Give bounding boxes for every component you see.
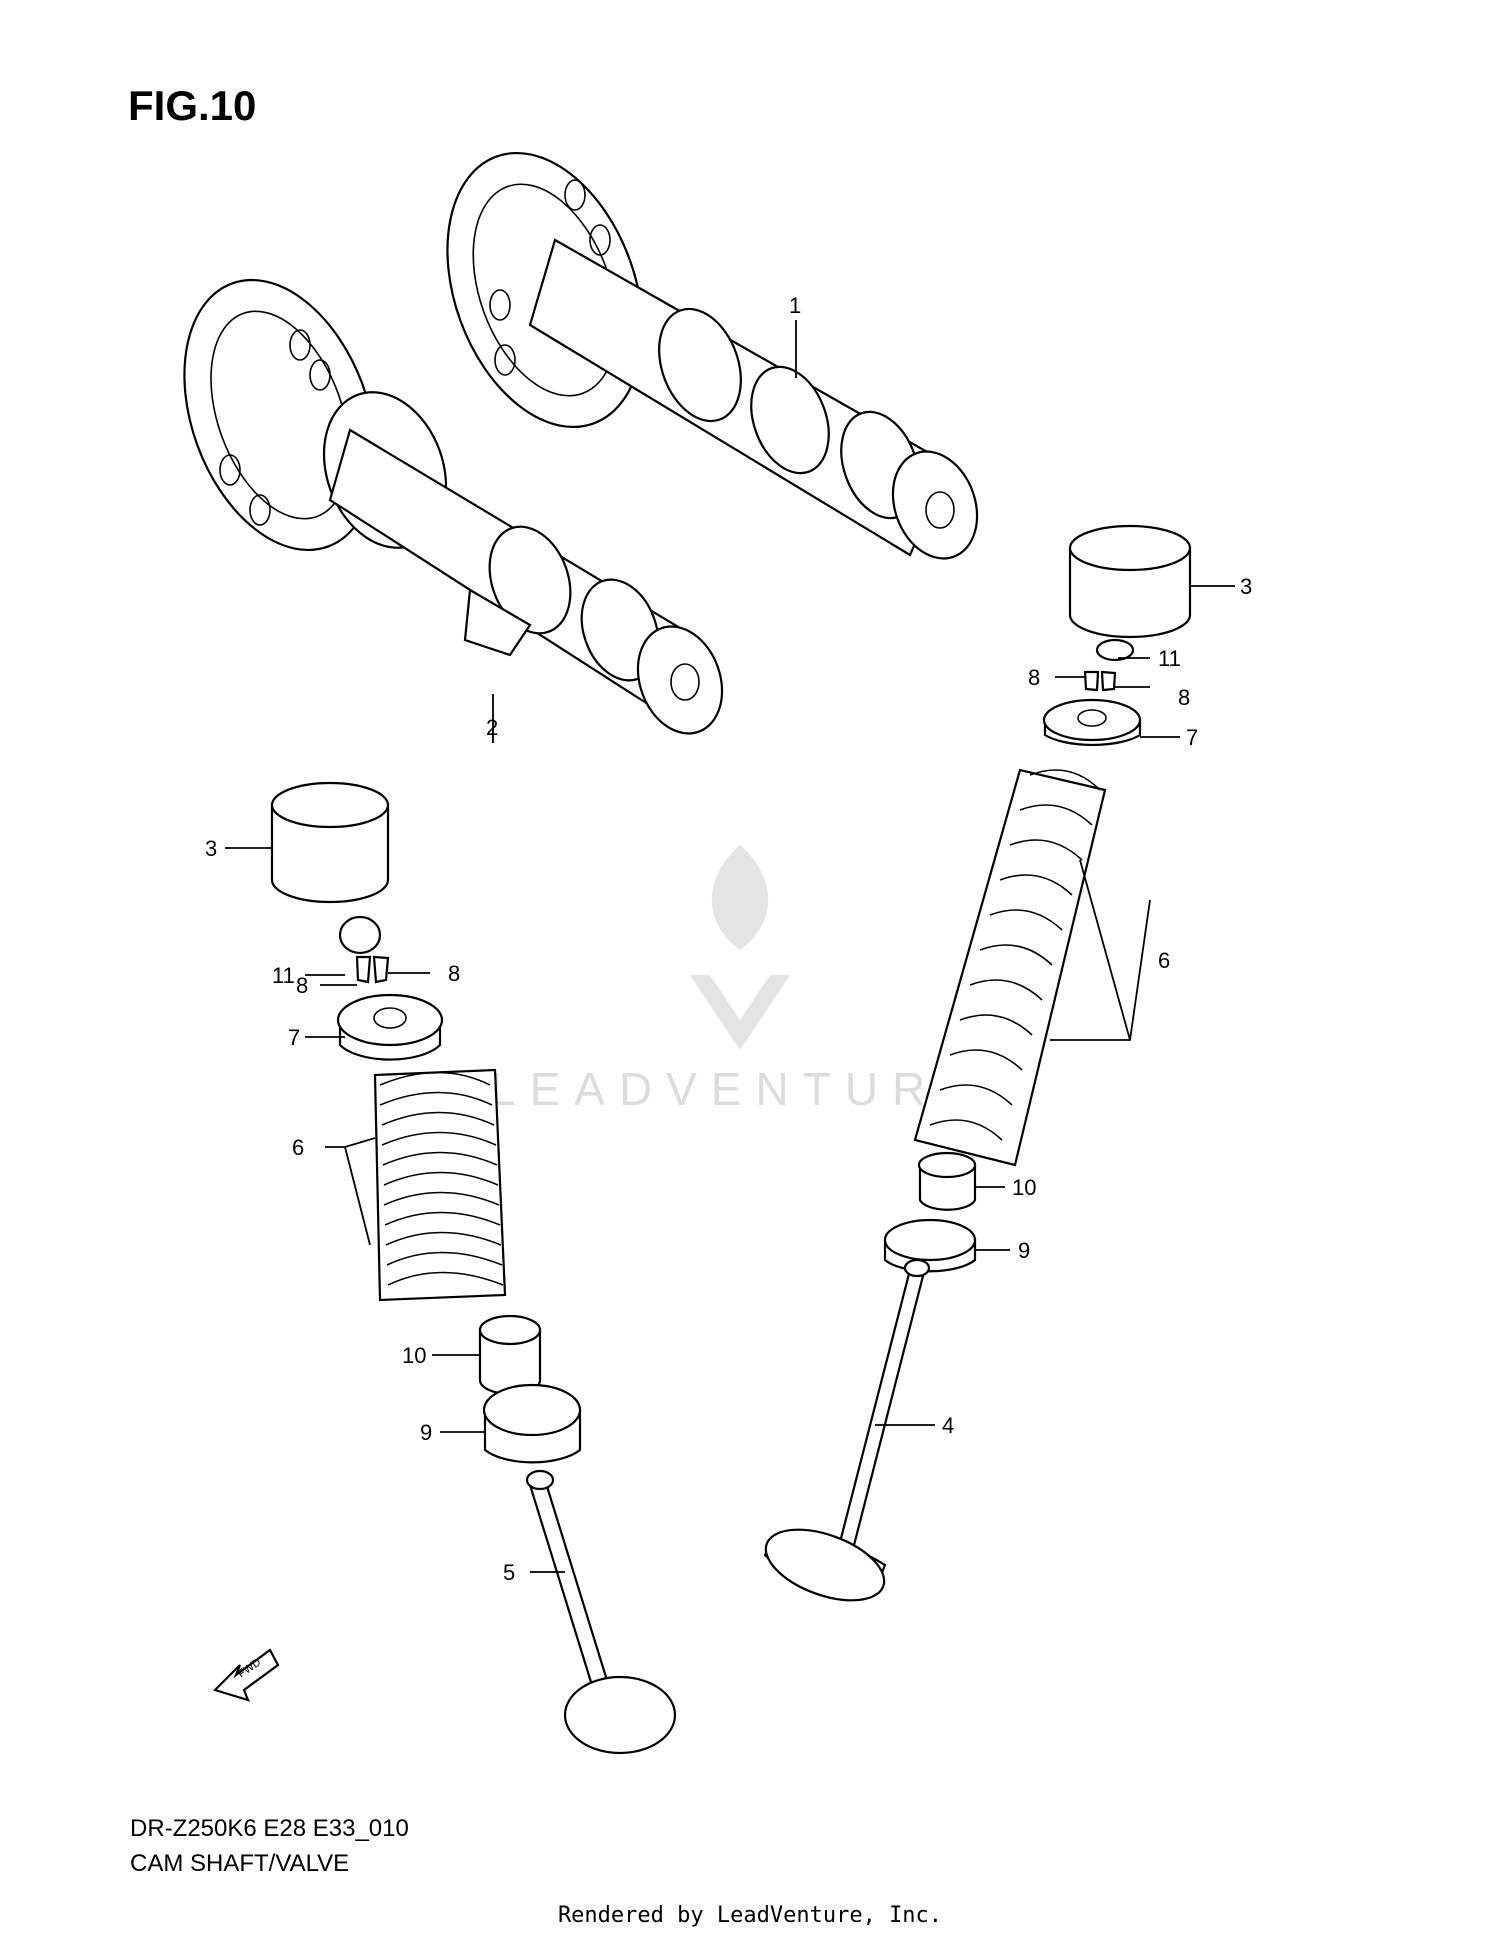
watermark: LEADVENTURE: [490, 845, 984, 1115]
callout-4: 4: [942, 1413, 954, 1438]
callouts: 1 2 3 3 4 5 6 6 7 7 8 8 8 8 9 9 10 10 11…: [205, 293, 1252, 1585]
spring-left: [373, 1068, 507, 1302]
right-valve-assembly: [763, 524, 1192, 1602]
retainer-right: [1042, 698, 1142, 746]
callout-9-right: 9: [1018, 1238, 1030, 1263]
callout-3-right: 3: [1240, 574, 1252, 599]
model-code: DR-Z250K6 E28 E33_010: [130, 1815, 409, 1842]
cotters-right: [1083, 670, 1117, 692]
watermark-logo: [690, 845, 790, 1050]
callout-6-left: 6: [292, 1135, 304, 1160]
callout-9-left: 9: [420, 1420, 432, 1445]
valve-4: [763, 1258, 931, 1602]
tappet-right: [1068, 524, 1192, 639]
left-valve-assembly: [270, 781, 677, 1755]
spring-seat-left: [482, 1383, 582, 1464]
callout-8-left-a: 8: [296, 973, 308, 998]
spring-seat-right: [883, 1218, 977, 1273]
leader-lines: [225, 320, 1235, 1573]
valve-5: [525, 1469, 677, 1755]
fwd-arrow: FWD: [212, 1648, 280, 1702]
callout-11-left: 11: [272, 963, 295, 988]
retainer-left: [336, 993, 444, 1061]
callout-10-left: 10: [402, 1343, 426, 1368]
callout-8-right-b: 8: [1178, 685, 1190, 710]
figure-title: FIG.10: [128, 82, 257, 129]
camshaft-2: [183, 278, 724, 735]
spring-right: [913, 768, 1107, 1167]
callout-11-right: 11: [1158, 646, 1181, 671]
callout-1: 1: [789, 293, 801, 318]
cotters-left: [355, 955, 390, 984]
shim-right: [1095, 638, 1135, 662]
callout-8-right-a: 8: [1028, 665, 1040, 690]
seal-right: [917, 1151, 977, 1211]
callout-8-left-b: 8: [448, 961, 460, 986]
watermark-text: LEADVENTURE: [490, 1063, 984, 1115]
callout-7-right: 7: [1186, 725, 1198, 750]
callout-2: 2: [486, 715, 498, 740]
callout-3-left: 3: [205, 836, 217, 861]
diagram-caption: CAM SHAFT/VALVE: [130, 1850, 350, 1877]
tappet-left: [270, 781, 390, 904]
render-credit: Rendered by LeadVenture, Inc.: [557, 1903, 943, 1928]
callout-5: 5: [503, 1560, 515, 1585]
seal-left: [478, 1314, 542, 1396]
shim-left: [338, 915, 382, 955]
callout-7-left: 7: [288, 1025, 300, 1050]
callout-10-right: 10: [1012, 1175, 1036, 1200]
camshaft-1: [446, 151, 979, 560]
callout-6-right: 6: [1158, 948, 1170, 973]
